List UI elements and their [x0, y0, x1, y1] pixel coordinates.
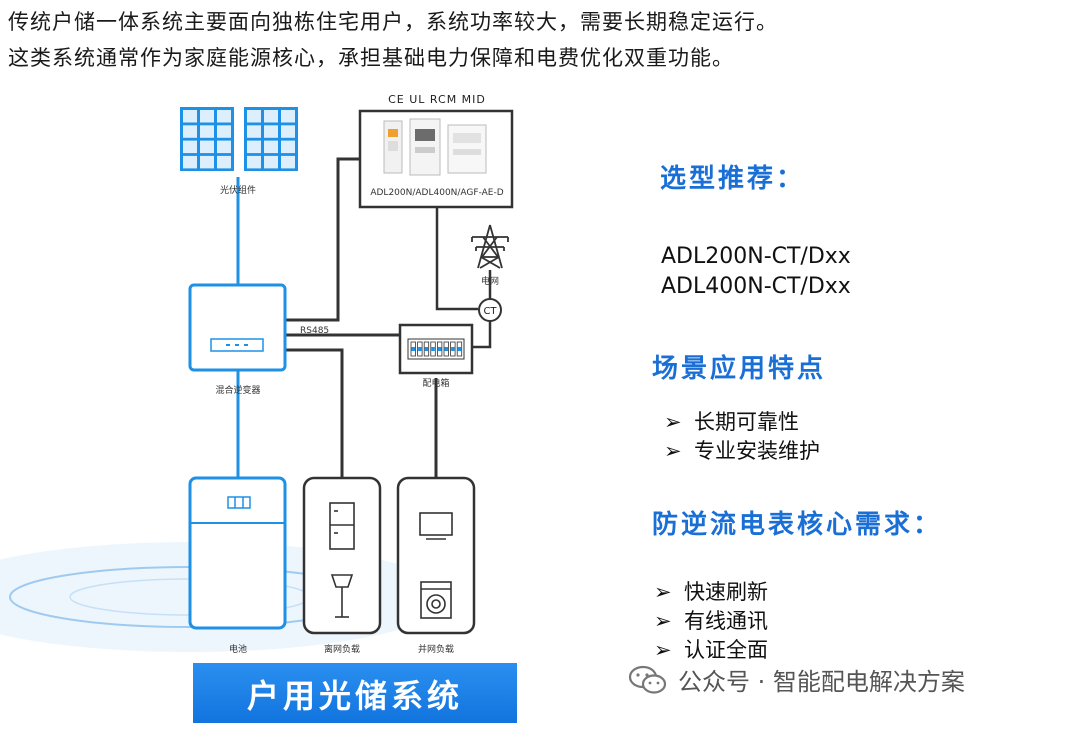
pv-panel	[244, 107, 298, 171]
intro-line-2: 这类系统通常作为家庭能源核心，承担基础电力保障和电费优化双重功能。	[8, 46, 734, 70]
intro-line-1: 传统户储一体系统主要面向独栋住宅用户，系统功率较大，需要长期稳定运行。	[8, 10, 778, 34]
battery-label: 电池	[229, 643, 247, 655]
backup-load-box	[302, 476, 382, 635]
arrow-bullet-icon: ➢	[654, 580, 672, 604]
grid-load-label: 并网负载	[418, 643, 454, 655]
model-1: ADL200N-CT/Dxx	[661, 244, 851, 269]
washing-machine-icon	[420, 581, 452, 619]
ct-label: CT	[483, 306, 497, 317]
hybrid-inverter	[188, 283, 287, 372]
floor-lamp-icon	[330, 574, 354, 618]
pv-panels	[180, 107, 298, 171]
grid-load-box	[396, 476, 476, 635]
pv-label: 光伏组件	[220, 184, 256, 196]
arrow-bullet-icon: ➢	[664, 439, 682, 463]
core-item-3: ➢认证全面	[654, 638, 768, 662]
dist-box-label: 配电箱	[422, 377, 449, 389]
grid-label: 电网	[481, 275, 499, 287]
system-title-banner: 户用光储系统	[193, 663, 517, 723]
pv-panel	[180, 107, 234, 171]
inverter-label: 混合逆变器	[215, 384, 260, 396]
meter-caption: ADL200N/ADL400N/AGF-AE-D	[370, 188, 503, 198]
rs485-label: RS485	[300, 326, 329, 336]
refrigerator-icon	[329, 502, 355, 550]
breaker-icons	[410, 341, 463, 357]
selection-heading: 选型推荐：	[660, 164, 806, 194]
arrow-bullet-icon: ➢	[654, 638, 672, 662]
arrow-bullet-icon: ➢	[664, 410, 682, 434]
model-2: ADL400N-CT/Dxx	[661, 274, 851, 299]
watermark: 公众号 · 智能配电解决方案	[628, 662, 965, 697]
core-heading: 防逆流电表核心需求：	[652, 510, 943, 540]
battery-icon	[227, 496, 251, 509]
scenario-item-2: ➢专业安装维护	[664, 439, 820, 463]
watermark-text: 公众号 · 智能配电解决方案	[678, 668, 965, 696]
arrow-bullet-icon: ➢	[654, 609, 672, 633]
backup-load-label: 离网负载	[324, 643, 360, 655]
battery	[188, 476, 287, 630]
inverter-indicator-icon	[226, 344, 248, 346]
system-diagram: 光伏组件 CE UL RCM MID ADL200N/ADL400N/AGF-A…	[0, 93, 514, 655]
ct-sensor	[478, 298, 502, 322]
wechat-icon	[628, 665, 667, 694]
core-item-2: ➢有线通讯	[654, 609, 768, 633]
certification-label: CE UL RCM MID	[388, 93, 486, 106]
grid-tower-icon	[471, 224, 509, 269]
intro-text: 传统户储一体系统主要面向独栋住宅用户，系统功率较大，需要长期稳定运行。 这类系统…	[8, 4, 1072, 76]
meter-devices	[383, 118, 487, 176]
tv-icon	[419, 512, 453, 540]
core-item-1: ➢快速刷新	[654, 580, 768, 604]
scenario-item-1: ➢长期可靠性	[664, 410, 799, 434]
wiring	[236, 157, 492, 478]
scenario-heading: 场景应用特点	[652, 354, 827, 384]
